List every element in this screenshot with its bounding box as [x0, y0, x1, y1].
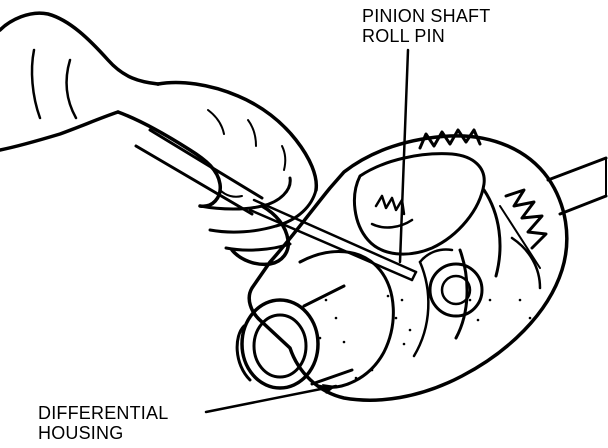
pin-punch [134, 128, 418, 282]
leader-pinion-shaft-roll-pin [398, 48, 410, 264]
leader-arrowhead [322, 384, 336, 394]
hand-and-arm [0, 11, 319, 267]
differential-housing-label: DIFFERENTIAL HOUSING [38, 403, 168, 443]
label-line: HOUSING [38, 423, 124, 443]
bearing-hub [235, 284, 354, 390]
label-line: ROLL PIN [362, 26, 445, 46]
side-gear [370, 194, 414, 229]
pinion-shaft-boss [418, 248, 484, 318]
pinion-shaft-roll-pin-label: PINION SHAFT ROLL PIN [362, 6, 490, 46]
label-line: DIFFERENTIAL [38, 403, 169, 423]
axle-shaft [546, 156, 608, 216]
ring-gear-teeth [418, 128, 548, 269]
label-line: PINION SHAFT [362, 6, 491, 26]
leader-differential-housing [204, 384, 338, 414]
leader-lines [204, 48, 410, 414]
